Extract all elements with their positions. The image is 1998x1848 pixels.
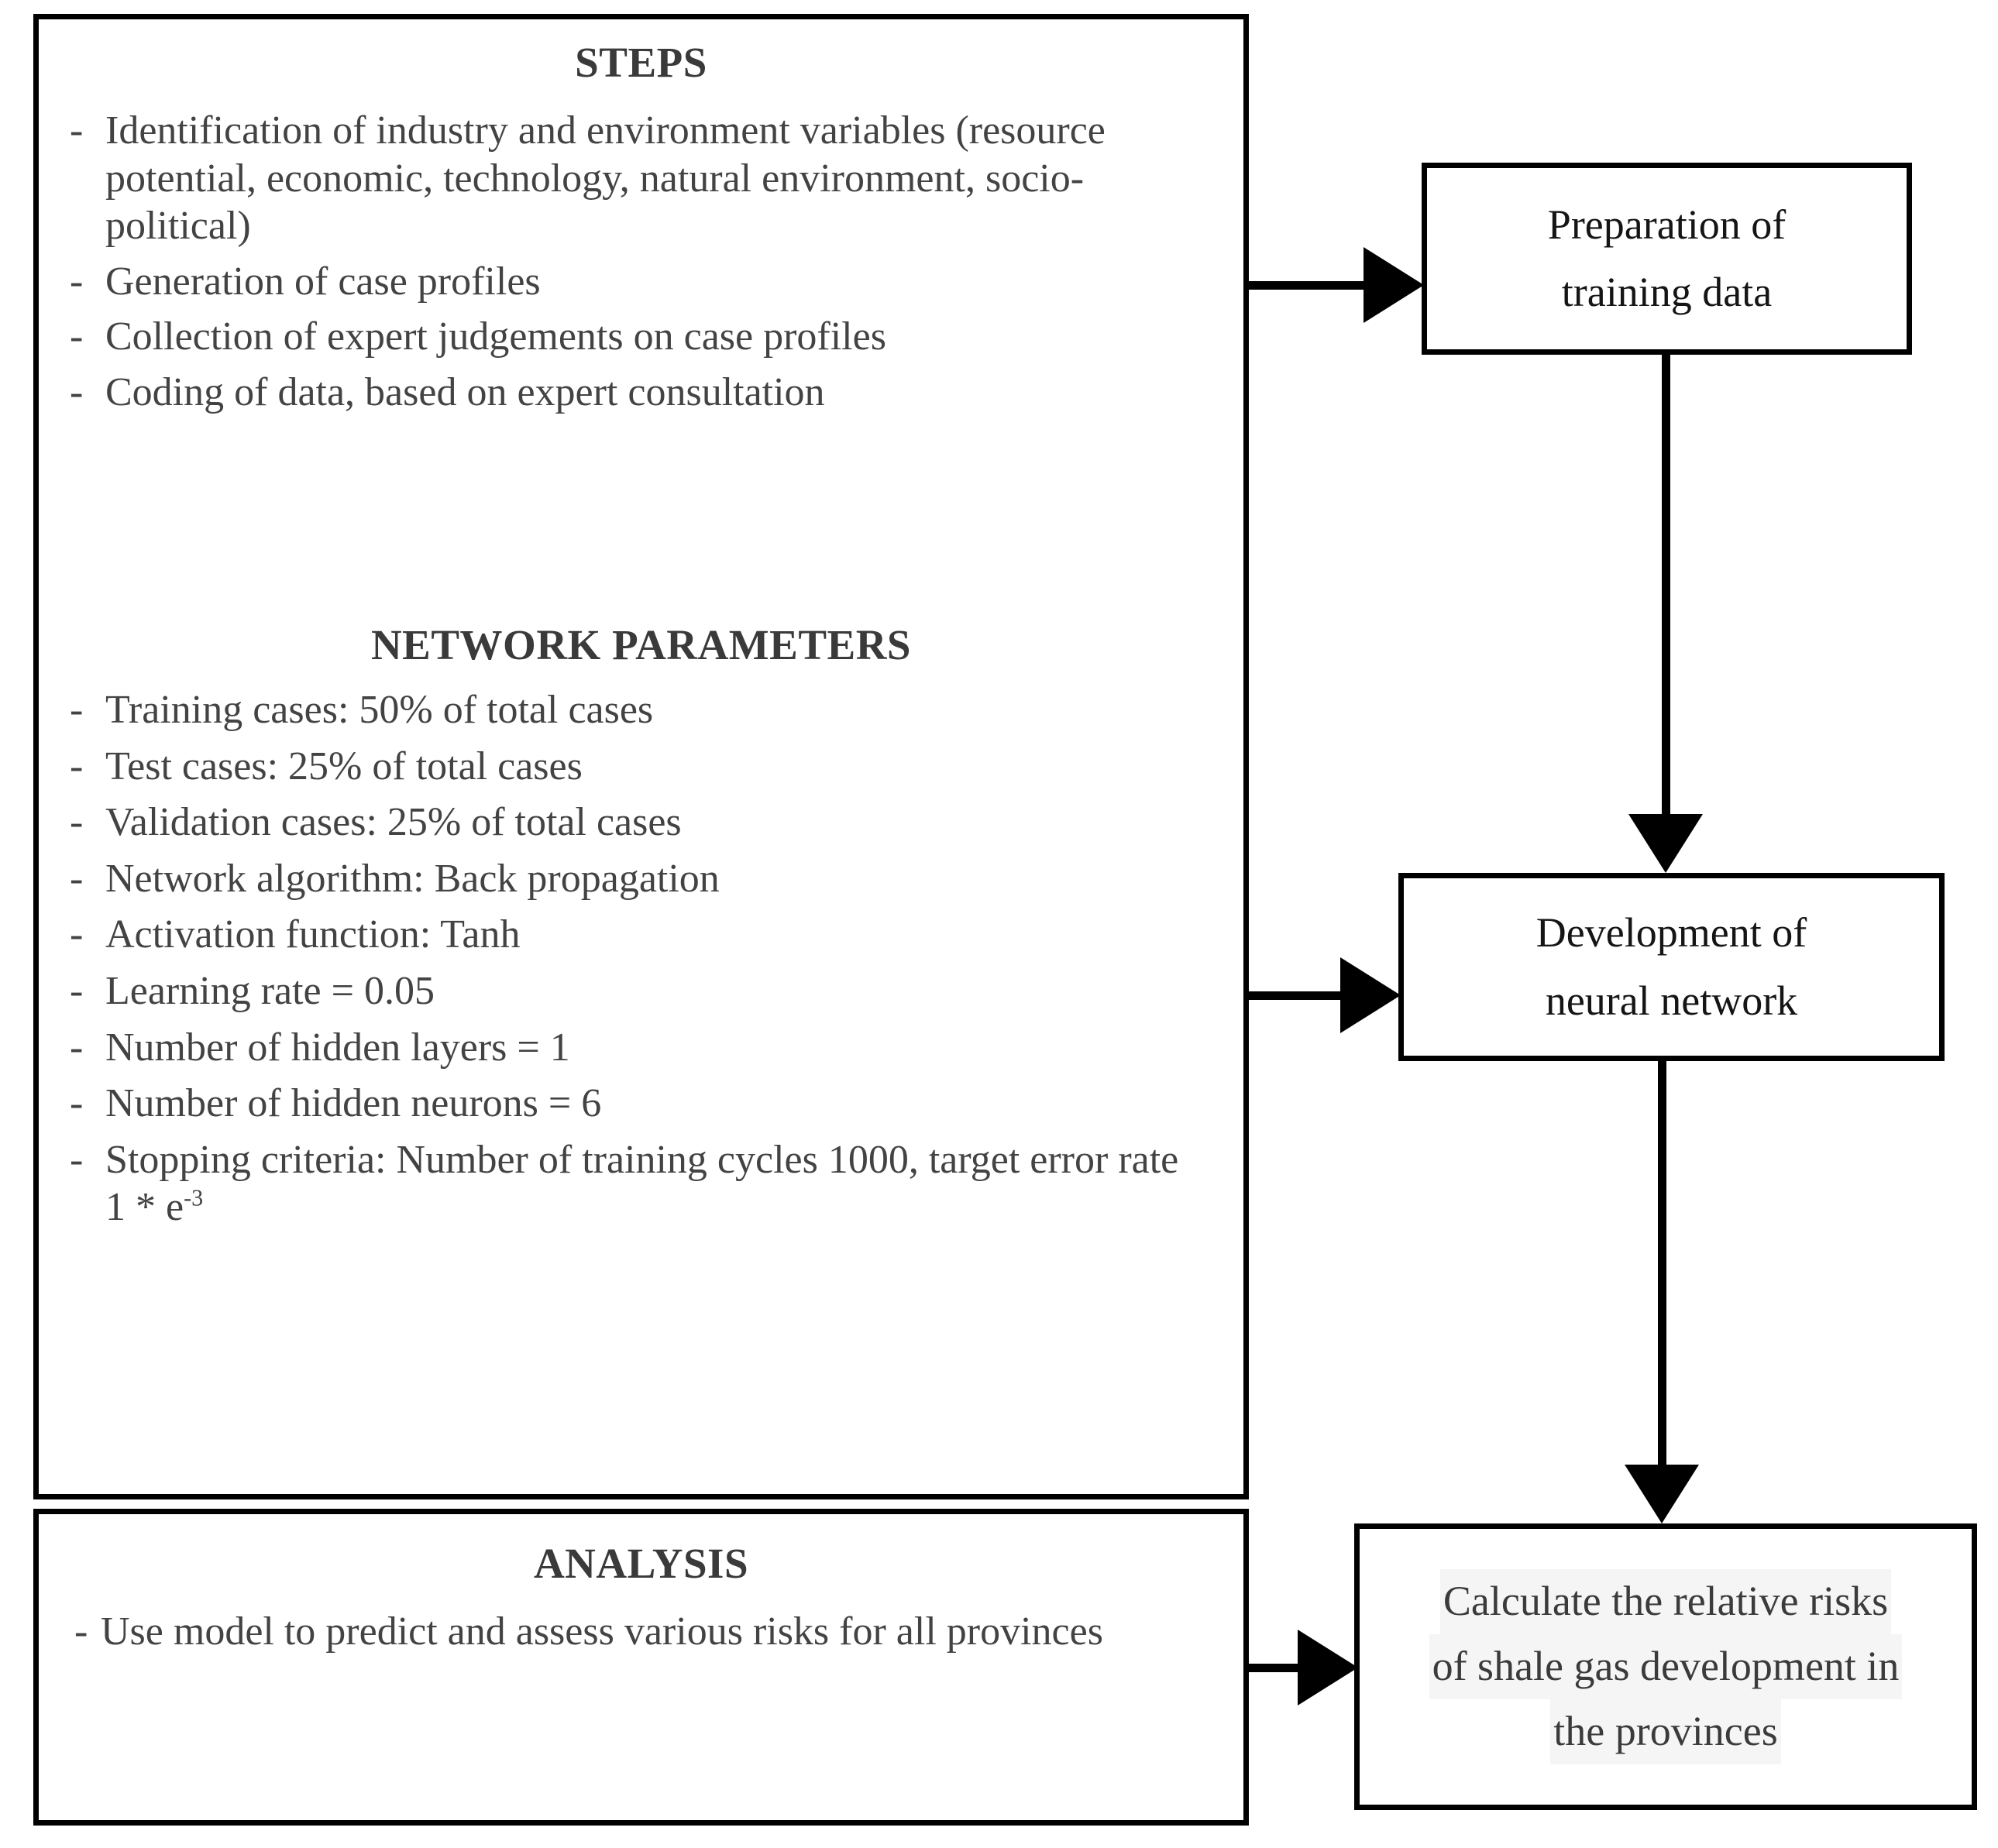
list-item-text: Activation function: Tanh — [105, 912, 521, 957]
section-network-parameters-bullet-list: - Training cases: 50% of total cases - T… — [70, 686, 1243, 1231]
process-box-calculate-relative-risks: Calculate the relative risks of shale ga… — [1354, 1523, 1977, 1810]
arrowhead-right-icon — [1364, 247, 1424, 323]
bullet-dash-icon: - — [70, 688, 84, 732]
section-network-parameters-title: NETWORK PARAMETERS — [370, 621, 912, 668]
list-item: - Stopping criteria: Number of training … — [70, 1136, 1202, 1231]
bullet-dash-icon: - — [70, 969, 84, 1014]
process-box-line: Preparation of — [1547, 201, 1787, 248]
bullet-dash-icon: - — [74, 1609, 88, 1654]
process-box-development-of-neural-network: Development of neural network — [1398, 873, 1945, 1061]
connector-line-development-to-calculate — [1658, 1057, 1666, 1468]
bullet-dash-icon: - — [70, 259, 84, 304]
list-item-text: Number of hidden layers = 1 — [105, 1025, 570, 1070]
list-item: - Number of hidden neurons = 6 — [70, 1080, 1202, 1128]
connector-line-steps-to-preparation — [1249, 281, 1373, 290]
process-box-line: neural network — [1545, 977, 1798, 1024]
process-box-line: Development of — [1535, 909, 1807, 957]
process-box-line: the provinces — [1550, 1699, 1781, 1764]
list-item-text: Learning rate = 0.05 — [105, 969, 435, 1014]
process-box-line: training data — [1561, 269, 1773, 315]
list-item-text: Use model to predict and assess various … — [101, 1609, 1103, 1654]
section-analysis: ANALYSIS - Use model to predict and asse… — [33, 1509, 1249, 1826]
section-analysis-bullet-list: - Use model to predict and assess variou… — [74, 1608, 1243, 1656]
connector-line-analysis-to-calculate — [1249, 1664, 1323, 1672]
list-item: - Generation of case profiles — [70, 258, 1202, 306]
list-item: - Identification of industry and environ… — [70, 107, 1202, 250]
bullet-dash-icon: - — [70, 856, 84, 901]
list-item: - Learning rate = 0.05 — [70, 967, 1202, 1015]
section-steps: STEPS - Identification of industry and e… — [33, 14, 1249, 609]
connector-line-preparation-to-development — [1662, 352, 1670, 817]
process-box-line: Calculate the relative risks — [1439, 1569, 1892, 1635]
bullet-dash-icon: - — [70, 370, 84, 415]
arrowhead-right-icon — [1298, 1630, 1358, 1705]
stopping-criteria-base: Stopping criteria: Number of training cy… — [105, 1137, 1179, 1230]
list-item-text: Identification of industry and environme… — [105, 108, 1106, 249]
list-item: - Validation cases: 25% of total cases — [70, 799, 1202, 847]
list-item-text: Generation of case profiles — [105, 259, 541, 304]
connector-line-parameters-to-development — [1249, 991, 1367, 1000]
arrowhead-down-icon — [1628, 814, 1703, 873]
list-item-text: Test cases: 25% of total cases — [105, 744, 583, 788]
process-box-preparation-of-training-data: Preparation of training data — [1422, 163, 1912, 355]
list-item-text-stopping-criteria: Stopping criteria: Number of training cy… — [105, 1136, 1202, 1231]
arrowhead-right-icon — [1340, 957, 1401, 1033]
bullet-dash-icon: - — [70, 1081, 84, 1126]
bullet-dash-icon: - — [70, 1025, 84, 1070]
bullet-dash-icon: - — [70, 314, 84, 359]
list-item-text: Network algorithm: Back propagation — [105, 856, 720, 901]
bullet-dash-icon: - — [70, 108, 84, 153]
section-network-parameters: NETWORK PARAMETERS - Training cases: 50%… — [33, 603, 1249, 1499]
stopping-criteria-exponent: -3 — [184, 1185, 204, 1212]
list-item: - Coding of data, based on expert consul… — [70, 369, 1202, 417]
section-steps-bullet-list: - Identification of industry and environ… — [70, 107, 1243, 417]
bullet-dash-icon: - — [70, 912, 84, 957]
bullet-dash-icon: - — [70, 1137, 84, 1182]
list-item-text: Collection of expert judgements on case … — [105, 314, 886, 359]
bullet-dash-icon: - — [70, 744, 84, 788]
section-analysis-title: ANALYSIS — [533, 1540, 749, 1587]
list-item: - Training cases: 50% of total cases — [70, 686, 1202, 734]
list-item-text: Number of hidden neurons = 6 — [105, 1081, 602, 1126]
section-steps-title: STEPS — [575, 39, 707, 86]
list-item: - Test cases: 25% of total cases — [70, 743, 1202, 791]
list-item-text: Training cases: 50% of total cases — [105, 688, 654, 732]
list-item: - Activation function: Tanh — [70, 911, 1202, 959]
bullet-dash-icon: - — [70, 800, 84, 845]
list-item: - Number of hidden layers = 1 — [70, 1024, 1202, 1072]
list-item: - Collection of expert judgements on cas… — [70, 313, 1202, 361]
process-box-line: of shale gas development in — [1429, 1634, 1903, 1699]
list-item: - Network algorithm: Back propagation — [70, 855, 1202, 903]
arrowhead-down-icon — [1625, 1465, 1699, 1523]
list-item-text: Validation cases: 25% of total cases — [105, 800, 682, 845]
list-item-text: Coding of data, based on expert consulta… — [105, 370, 825, 415]
list-item: - Use model to predict and assess variou… — [74, 1608, 1202, 1656]
